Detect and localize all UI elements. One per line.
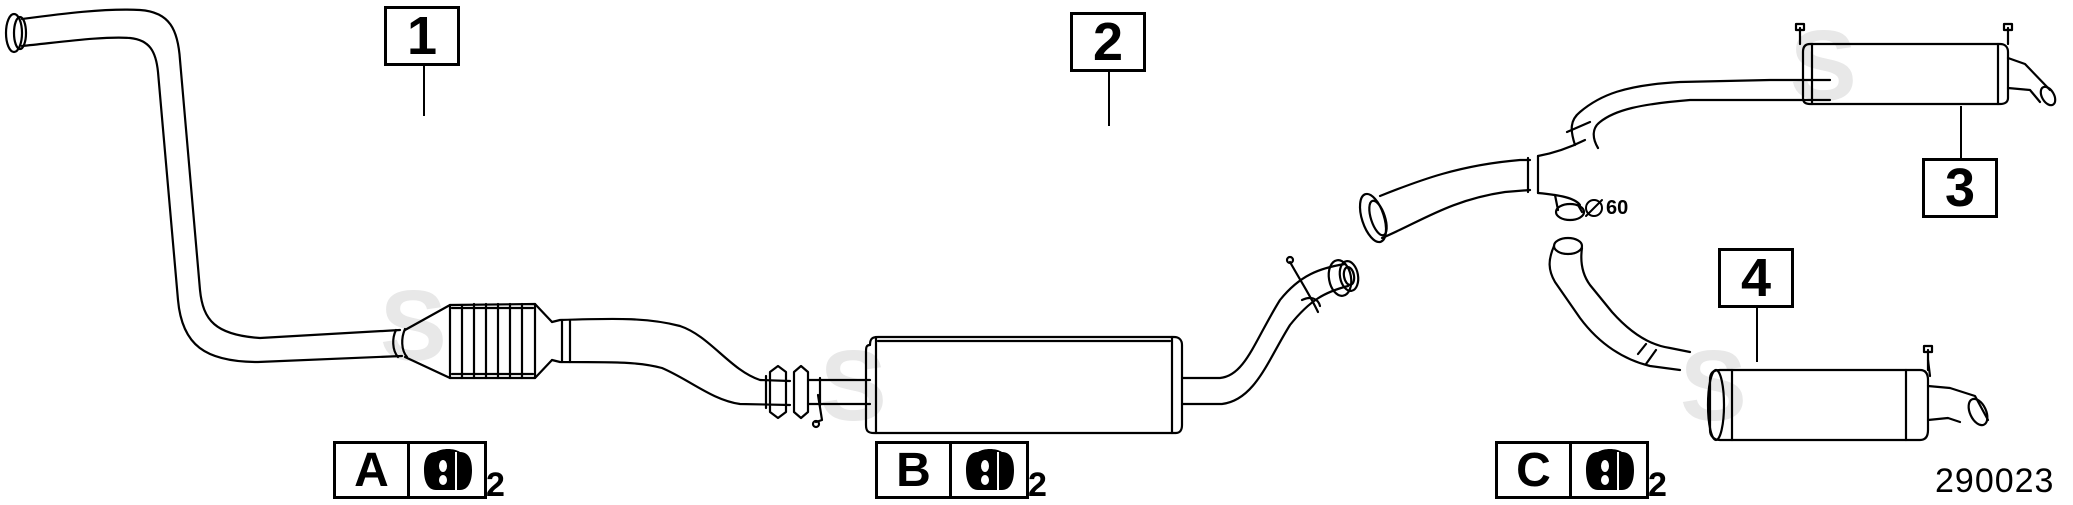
- centre-silencer: [792, 255, 1360, 435]
- watermark: S S S S: [380, 10, 1857, 442]
- legend-letter-c: C: [1495, 441, 1572, 499]
- leader-line-1: [423, 66, 425, 116]
- front-pipe-with-catalytic-converter: [4, 8, 792, 420]
- legend-quantity-b: 2: [1028, 466, 1047, 504]
- catalog-number: 290023: [1935, 462, 2055, 500]
- lower-rear-silencer: [1548, 236, 1990, 442]
- legend-letter-b: B: [875, 441, 952, 499]
- diameter-symbol-icon: [1585, 199, 1603, 217]
- legend-icon-cell-a: [410, 441, 487, 499]
- part-label-3: 3: [1922, 158, 1998, 218]
- part-label-2: 2: [1070, 12, 1146, 72]
- part-label-1: 1: [384, 6, 460, 66]
- legend-a: A: [333, 441, 487, 499]
- legend-b: B: [875, 441, 1029, 499]
- pipe-diameter-label: 60: [1606, 197, 1629, 219]
- svg-text:S: S: [1790, 10, 1857, 122]
- leader-line-2: [1108, 72, 1110, 126]
- legend-letter-a: A: [333, 441, 410, 499]
- part-label-4: 4: [1718, 248, 1794, 308]
- legend-c: C: [1495, 441, 1649, 499]
- svg-text:S: S: [1680, 330, 1747, 442]
- leader-line-3: [1960, 106, 1962, 158]
- legend-icon-cell-b: [952, 441, 1029, 499]
- legend-quantity-a: 2: [486, 466, 505, 504]
- upper-rear-silencer: [1358, 22, 2057, 244]
- leader-line-4: [1756, 308, 1758, 362]
- legend-icon-cell-c: [1572, 441, 1649, 499]
- legend-quantity-c: 2: [1648, 466, 1667, 504]
